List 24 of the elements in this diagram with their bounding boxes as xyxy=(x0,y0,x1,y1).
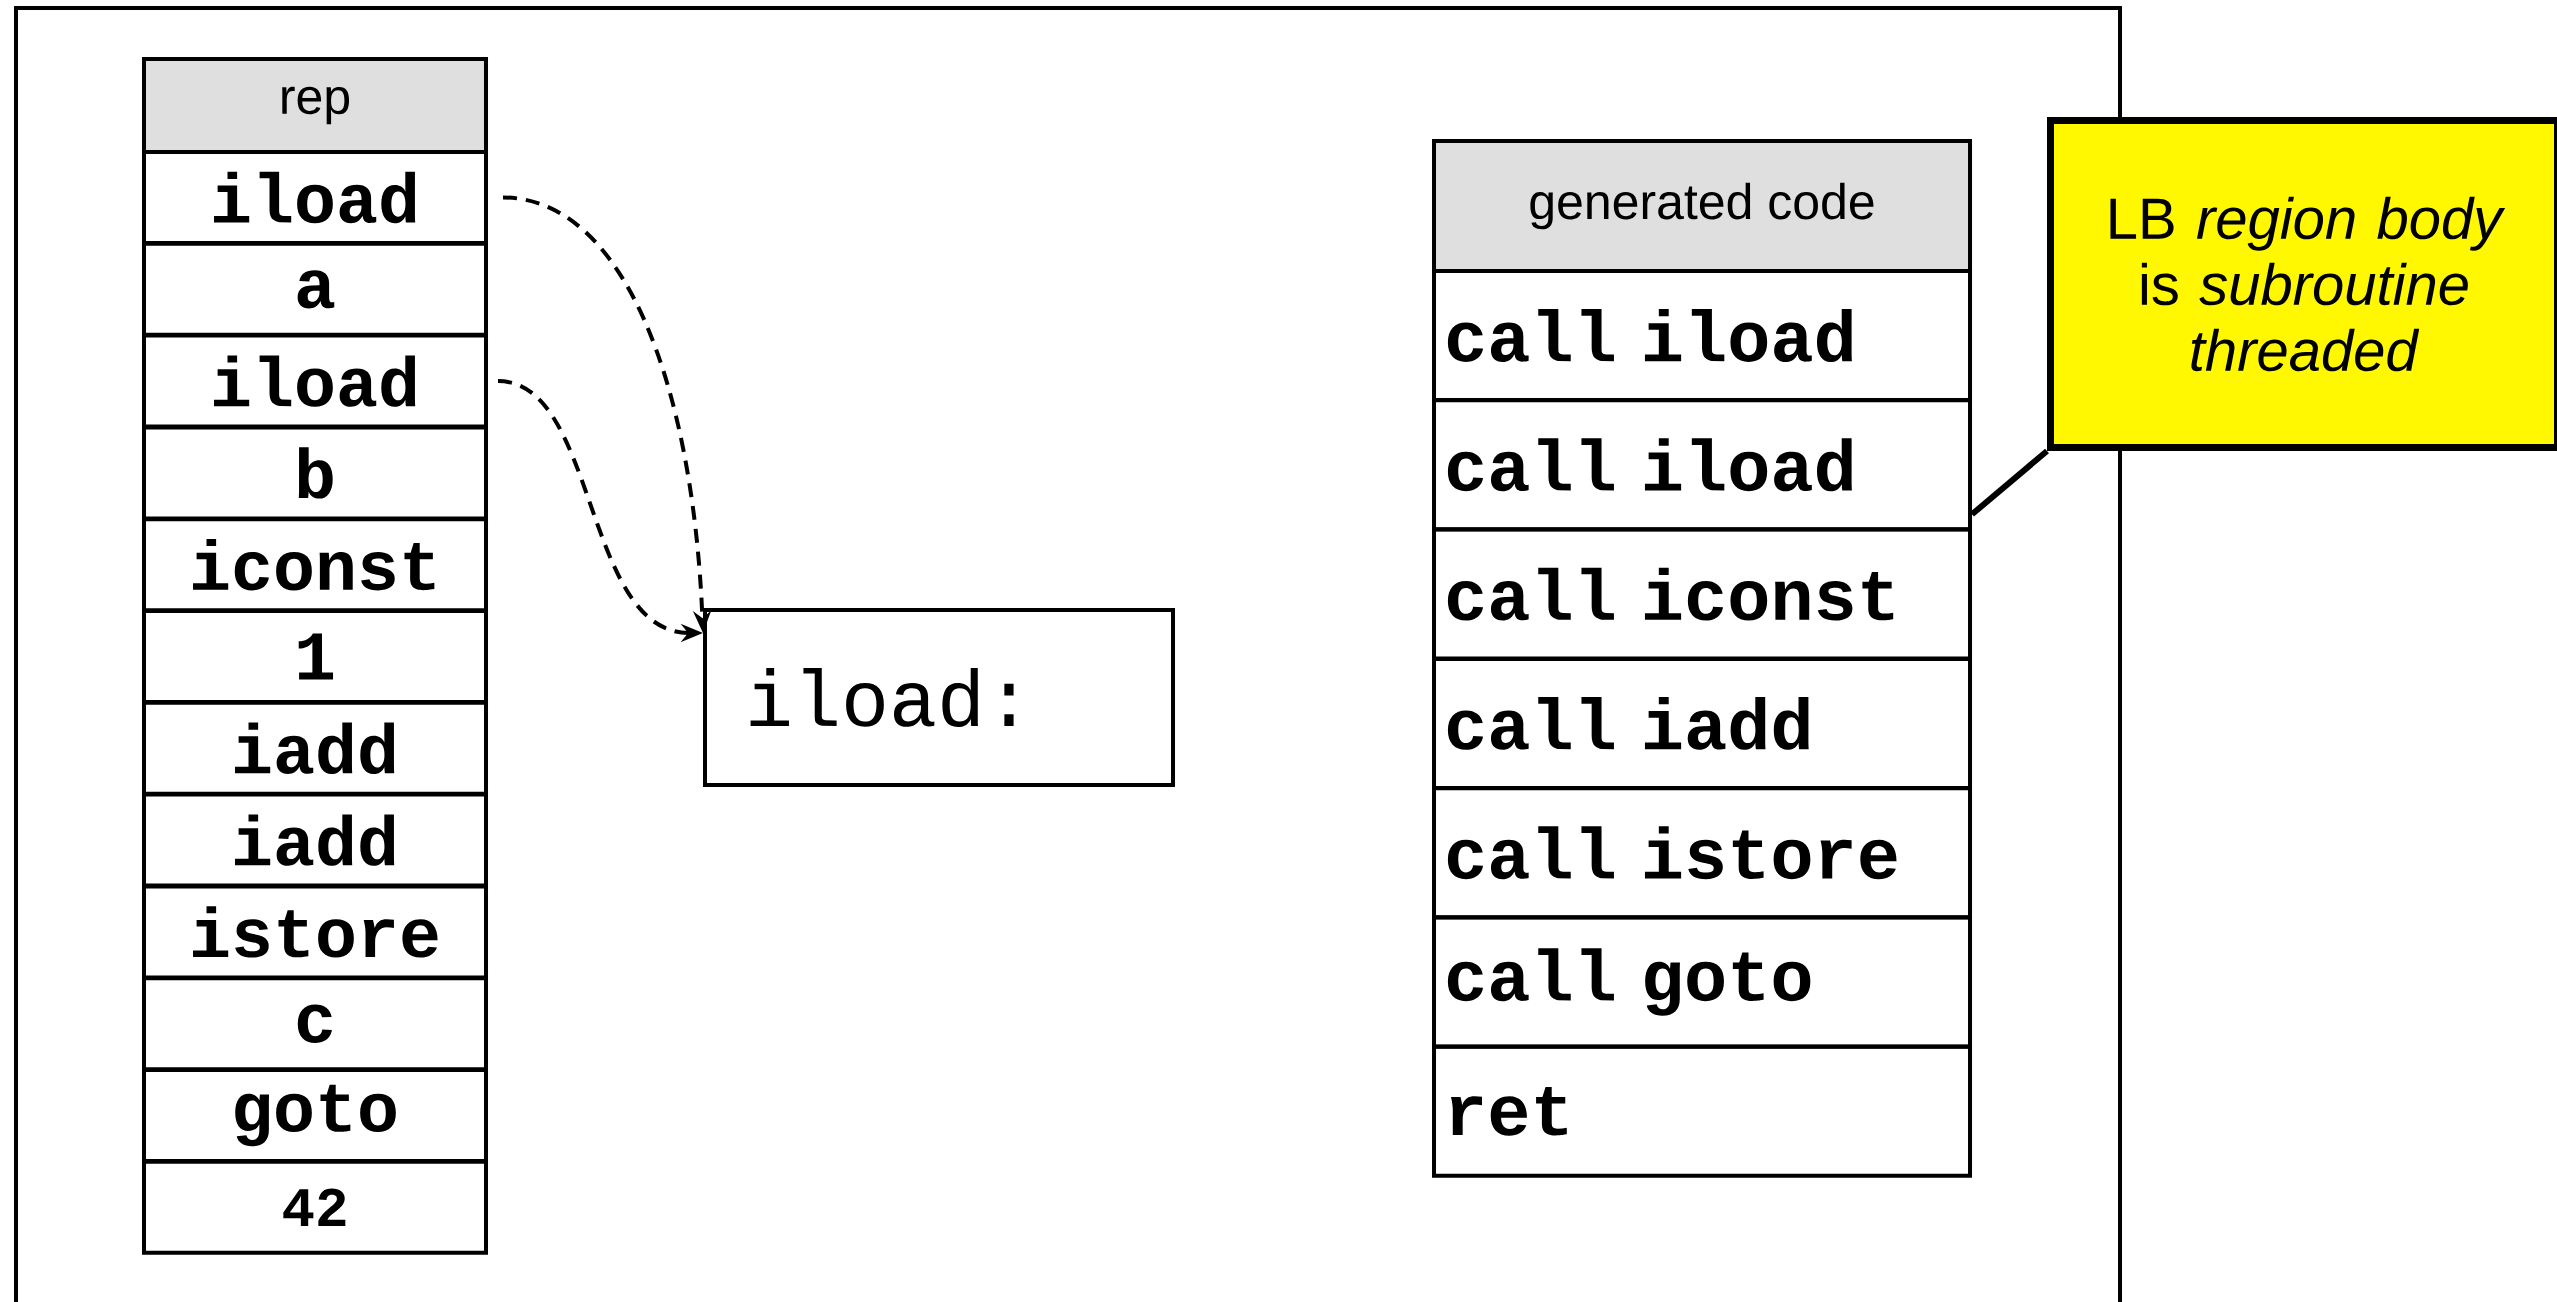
table-cell: call iadd xyxy=(1432,656,1972,790)
table-header-cell: rep xyxy=(142,57,488,154)
table-cell: iload xyxy=(142,150,488,245)
table-cell: call iload xyxy=(1432,398,1972,532)
table-cell: ret xyxy=(1432,1044,1972,1178)
table-cell: istore xyxy=(142,884,488,980)
table-cell: 42 xyxy=(142,1159,488,1255)
table-cell: iadd xyxy=(142,700,488,796)
table-header-cell: generated code xyxy=(1432,139,1972,273)
table-cell: b xyxy=(142,425,488,521)
table-cell: iload xyxy=(142,333,488,429)
table-cell: a xyxy=(142,241,488,337)
table-cell: c xyxy=(142,976,488,1072)
leader-line xyxy=(1970,448,2049,517)
label-box: iload: xyxy=(703,608,1175,787)
table-cell: 1 xyxy=(142,609,488,704)
table-cell: call goto xyxy=(1432,915,1972,1049)
callout-box: LB region body is subroutine threaded xyxy=(2047,117,2557,451)
table-cell: iconst xyxy=(142,517,488,613)
table-cell: call iload xyxy=(1432,269,1972,402)
table-cell: iadd xyxy=(142,792,488,888)
table-cell: goto xyxy=(142,1068,488,1163)
table-cell: call iconst xyxy=(1432,527,1972,661)
table-cell: call istore xyxy=(1432,786,1972,920)
